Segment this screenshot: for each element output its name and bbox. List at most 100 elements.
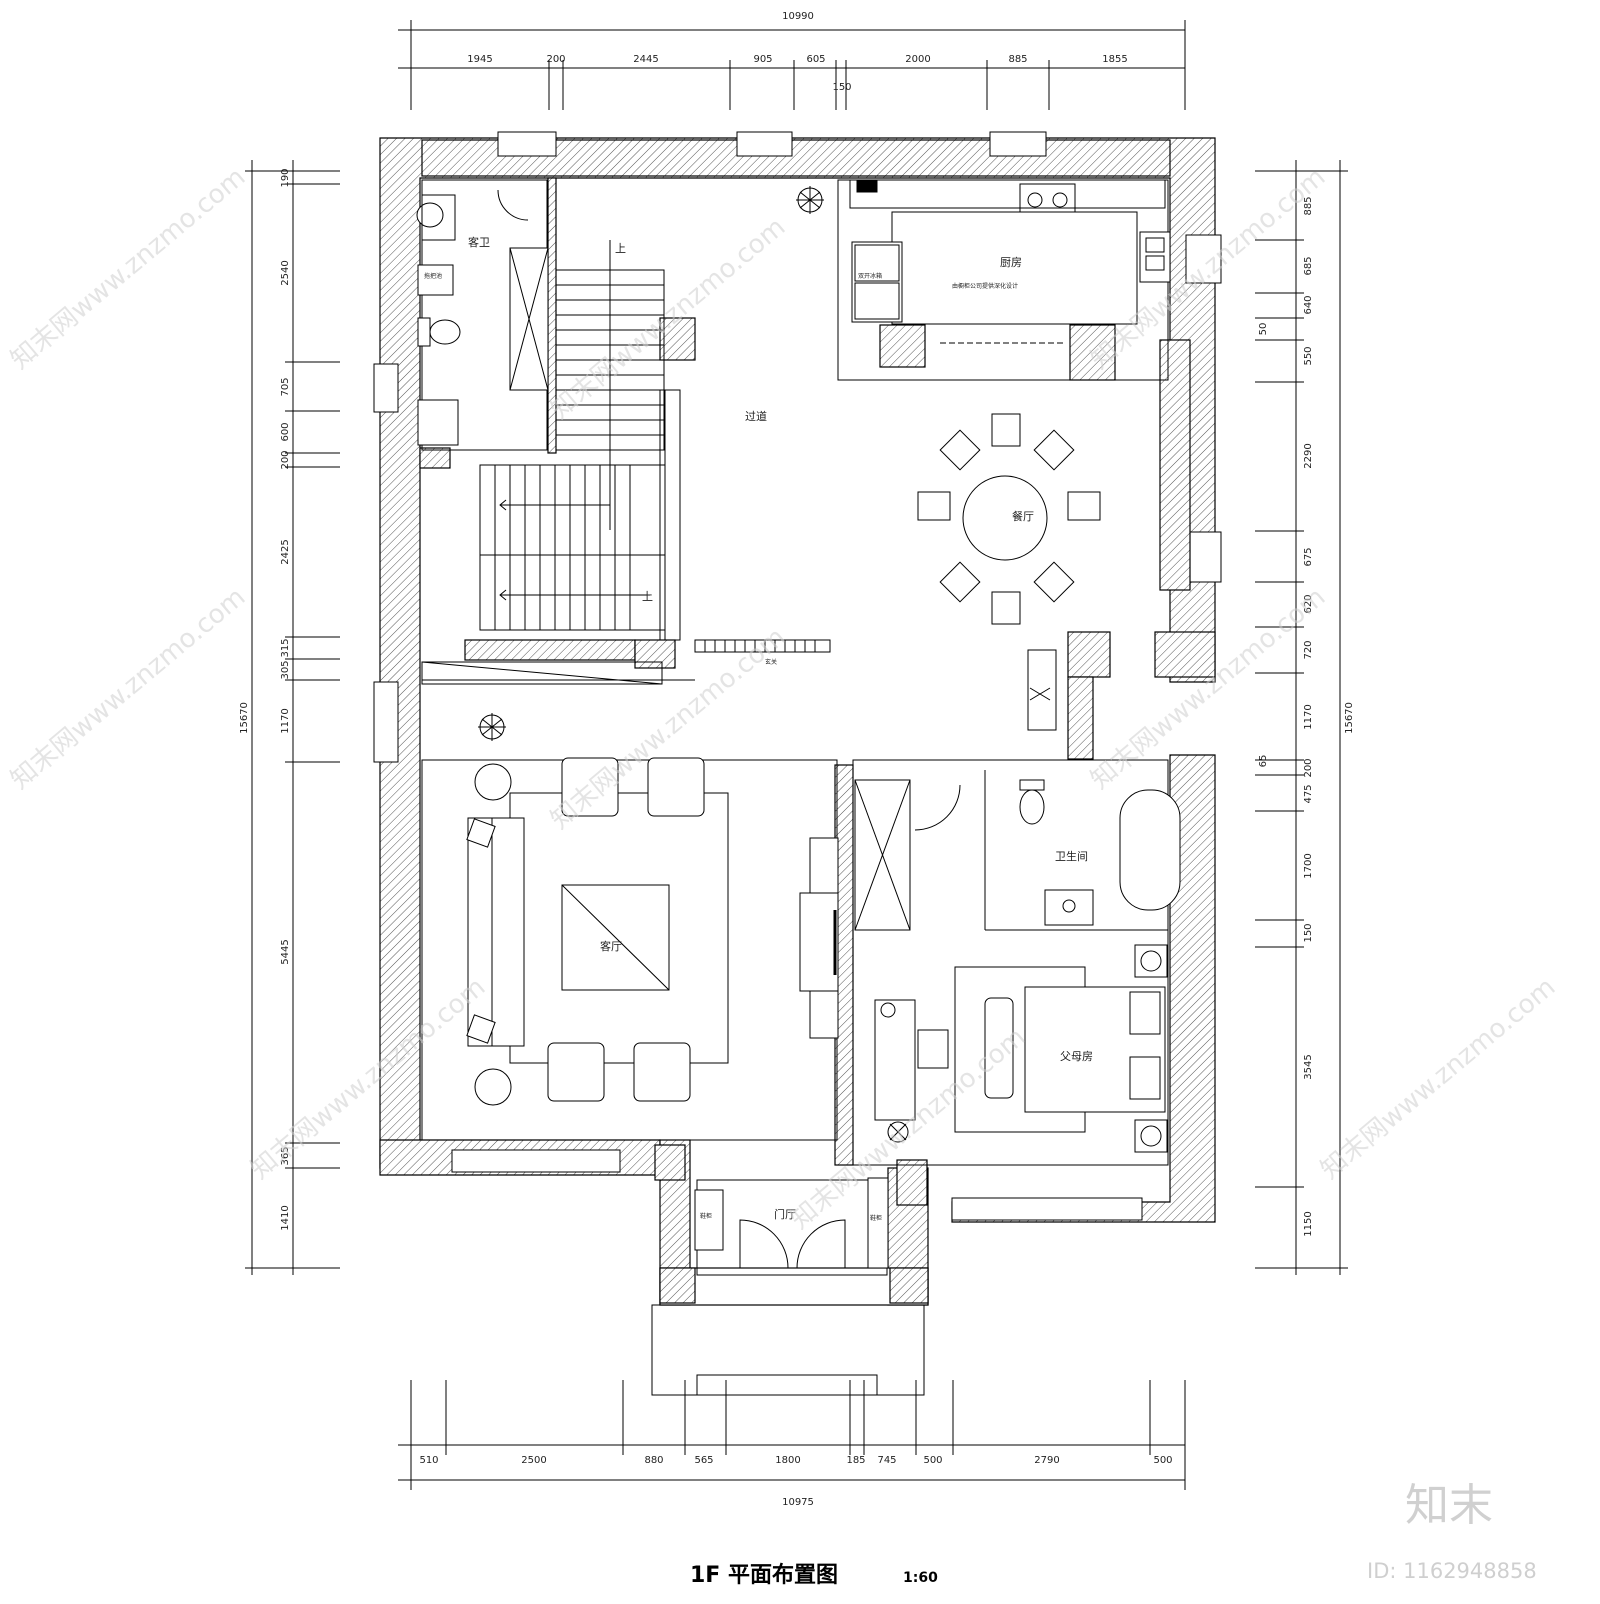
foyer-cabinet-label: 玄关 — [765, 658, 777, 666]
bottom-dimension-chain — [398, 1380, 1186, 1490]
stairs-up-label-1: 上 — [615, 242, 626, 255]
right-dim-11: 475 — [1303, 784, 1314, 803]
corridor-label: 过道 — [745, 409, 767, 423]
foyer-fixtures — [694, 1177, 889, 1269]
right-dim-14: 3545 — [1303, 1054, 1314, 1079]
right-dim-6: 675 — [1303, 547, 1314, 566]
bottom-dim-9: 2790 — [1034, 1455, 1059, 1466]
right-dim-15: 1150 — [1303, 1211, 1314, 1236]
guest-bath-fixtures — [416, 194, 549, 446]
foyer-cabinet-strip — [421, 639, 831, 685]
dining-label: 餐厅 — [1012, 509, 1034, 523]
parents-room-label: 父母房 — [1060, 1050, 1093, 1063]
bottom-dim-2: 2500 — [521, 1455, 546, 1466]
left-dim-2: 2540 — [280, 260, 291, 285]
top-dim-1: 1945 — [467, 54, 492, 65]
plant-icon — [887, 1121, 909, 1143]
bathroom-fixtures — [854, 779, 1181, 931]
right-dim-10: 200 — [1303, 758, 1314, 777]
bottom-total-dimension: 10975 — [782, 1497, 814, 1508]
watermark-text: 知末网www.znzmo.com — [1315, 972, 1561, 1185]
dining-table — [917, 413, 1101, 625]
bottom-dim-10: 500 — [1153, 1455, 1172, 1466]
entrance-door-left[interactable] — [739, 1219, 789, 1269]
fridge-label: 双开冰箱 — [858, 272, 882, 280]
left-dimension-chain — [245, 160, 340, 1275]
left-total-dimension: 15670 — [239, 702, 250, 734]
bathroom-label: 卫生间 — [1055, 849, 1088, 863]
right-dim-2: 685 — [1303, 256, 1314, 275]
left-dim-8: 305 — [280, 660, 291, 679]
top-dim-8: 1855 — [1102, 54, 1127, 65]
top-dim-5: 605 — [806, 54, 825, 65]
right-small-dim-1: 50 — [1258, 323, 1269, 336]
top-dim-3: 2445 — [633, 54, 658, 65]
entrance-door-right[interactable] — [796, 1219, 846, 1269]
image-id: ID: 1162948858 — [1367, 1559, 1537, 1583]
side-cabinet — [1027, 649, 1057, 731]
bathroom-door-swing[interactable] — [914, 784, 961, 831]
right-dim-9: 1170 — [1303, 704, 1314, 729]
top-dimension-chain — [398, 20, 1186, 110]
watermark-text: 知末网www.znzmo.com — [545, 212, 791, 425]
right-total-dimension: 15670 — [1344, 702, 1355, 734]
right-dim-7: 620 — [1303, 594, 1314, 613]
staircase[interactable] — [479, 240, 681, 641]
right-small-dim-2: 65 — [1258, 755, 1269, 768]
kitchen-fixtures — [849, 179, 1171, 344]
watermark-text: 知末网www.znzmo.com — [5, 162, 251, 375]
left-dim-10: 5445 — [280, 939, 291, 964]
left-dim-11: 365 — [280, 1146, 291, 1165]
mop-sink-label: 拖把池 — [424, 272, 442, 280]
shoe-cabinet-label-2: 鞋柜 — [870, 1214, 882, 1222]
parents-room-furniture — [874, 944, 1168, 1153]
left-dim-7: 315 — [280, 638, 291, 657]
foyer-label: 门厅 — [774, 1207, 796, 1221]
top-dim-7: 885 — [1008, 54, 1027, 65]
plant-icon — [796, 186, 824, 214]
drawing-scale: 1:60 — [903, 1570, 938, 1586]
bottom-dim-5: 1800 — [775, 1455, 800, 1466]
watermark-layer: 知末网www.znzmo.com 知末网www.znzmo.com 知末网www… — [5, 162, 1561, 1235]
right-dim-12: 1700 — [1303, 853, 1314, 878]
right-dim-4: 550 — [1303, 346, 1314, 365]
top-total-dimension: 10990 — [782, 11, 814, 22]
right-dim-13: 150 — [1303, 923, 1314, 942]
bottom-dim-8: 500 — [923, 1455, 942, 1466]
watermark-text: 知末网www.znzmo.com — [5, 582, 251, 795]
guest-bath-label: 客卫 — [468, 235, 490, 249]
bottom-dim-4: 565 — [694, 1455, 713, 1466]
shoe-cabinet-label: 鞋柜 — [700, 1212, 712, 1220]
right-dim-5: 2290 — [1303, 443, 1314, 468]
left-dim-6: 2425 — [280, 539, 291, 564]
top-dim-extra: 150 — [832, 82, 851, 93]
kitchen-label: 厨房 — [1000, 256, 1022, 269]
plant-icon — [478, 713, 506, 741]
brand-watermark: 知末 — [1405, 1480, 1493, 1531]
tv-cabinet — [799, 837, 839, 1039]
top-dim-2: 200 — [546, 54, 565, 65]
stairs-up-label-2: 上 — [642, 590, 653, 603]
interior-walls — [419, 177, 1216, 1304]
living-room-label: 客厅 — [600, 939, 622, 953]
top-dim-6: 2000 — [905, 54, 930, 65]
guest-bath-door-swing[interactable] — [497, 189, 529, 221]
right-dim-1: 885 — [1303, 196, 1314, 215]
bottom-dim-3: 880 — [644, 1455, 663, 1466]
kitchen-note: 由橱柜公司提供深化设计 — [952, 282, 1018, 290]
left-dim-1: 190 — [280, 168, 291, 187]
right-dim-3: 640 — [1303, 295, 1314, 314]
left-dim-9: 1170 — [280, 708, 291, 733]
drawing-title: 1F 平面布置图 — [690, 1562, 838, 1588]
top-dim-4: 905 — [753, 54, 772, 65]
left-dim-12: 1410 — [280, 1205, 291, 1230]
bottom-dim-6: 185 — [846, 1455, 865, 1466]
left-dim-3: 705 — [280, 377, 291, 396]
bottom-dim-7: 745 — [877, 1455, 896, 1466]
living-room-furniture — [466, 757, 729, 1106]
right-dim-8: 720 — [1303, 640, 1314, 659]
right-dimension-chain — [1255, 160, 1348, 1275]
left-dim-5: 200 — [280, 450, 291, 469]
